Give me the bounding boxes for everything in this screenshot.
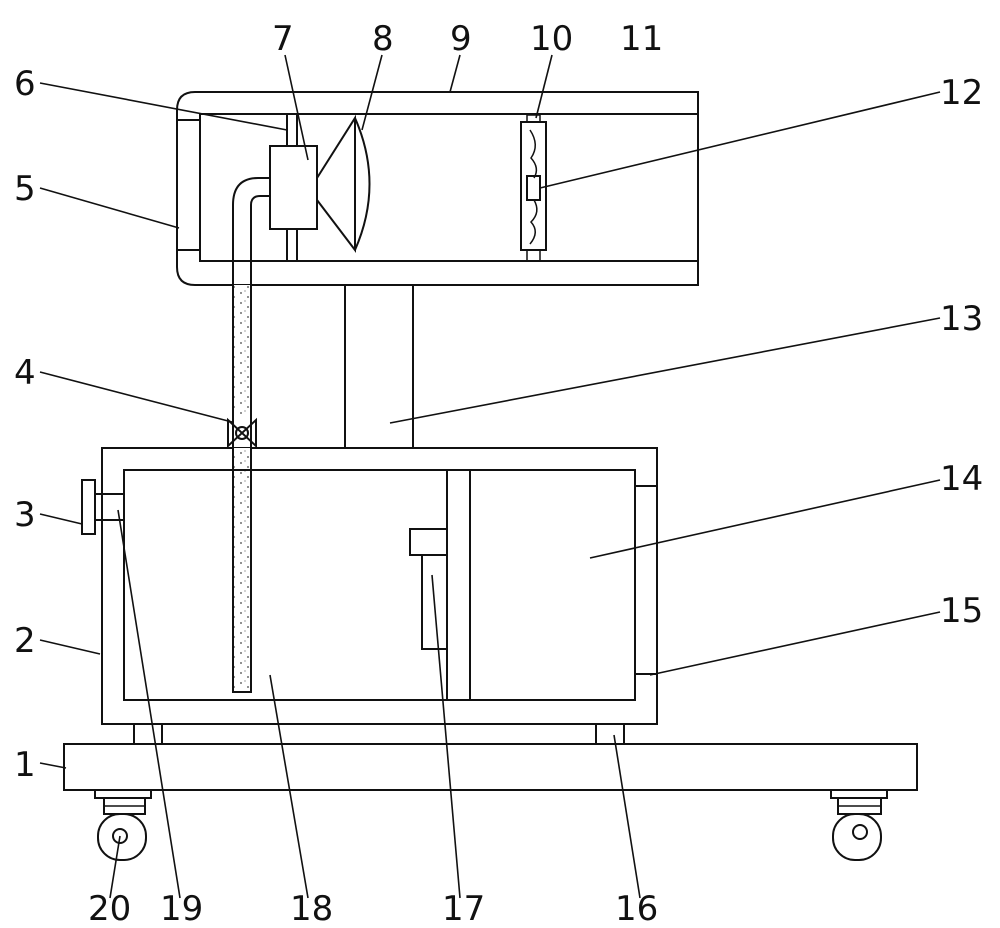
label-18: 18 [290, 889, 333, 928]
label-10: 10 [530, 19, 573, 59]
label-17: 17 [442, 889, 485, 928]
motor-mount [287, 114, 297, 261]
label-6: 6 [14, 64, 36, 104]
label-4: 4 [14, 353, 36, 393]
slide-block [410, 529, 447, 649]
label-13: 13 [940, 299, 983, 339]
side-door [635, 486, 657, 674]
label-3: 3 [14, 495, 36, 535]
label-8: 8 [372, 19, 394, 59]
caster-right [831, 790, 887, 860]
water-tank [102, 448, 657, 724]
label-14: 14 [940, 459, 983, 499]
label-2: 2 [14, 621, 36, 661]
partition-plate [447, 470, 470, 700]
label-9: 9 [450, 19, 472, 59]
fan [317, 118, 370, 250]
filter-screen [177, 120, 200, 250]
label-1: 1 [14, 745, 36, 785]
part-labels: 1 2 3 4 5 6 7 8 9 10 11 12 13 14 15 16 1… [14, 19, 983, 928]
label-11: 11 [620, 19, 663, 59]
support-column [345, 285, 413, 448]
label-16: 16 [615, 889, 658, 928]
leader-lines [40, 55, 940, 898]
base-plate [64, 744, 917, 790]
label-7: 7 [272, 19, 294, 59]
air-duct-housing [177, 92, 698, 285]
label-20: 20 [88, 889, 131, 928]
label-12: 12 [940, 73, 983, 113]
label-15: 15 [940, 591, 983, 631]
caster-left [95, 790, 151, 860]
label-5: 5 [14, 169, 36, 209]
motor [270, 146, 317, 229]
label-19: 19 [160, 889, 203, 928]
tank-feet [134, 724, 624, 744]
